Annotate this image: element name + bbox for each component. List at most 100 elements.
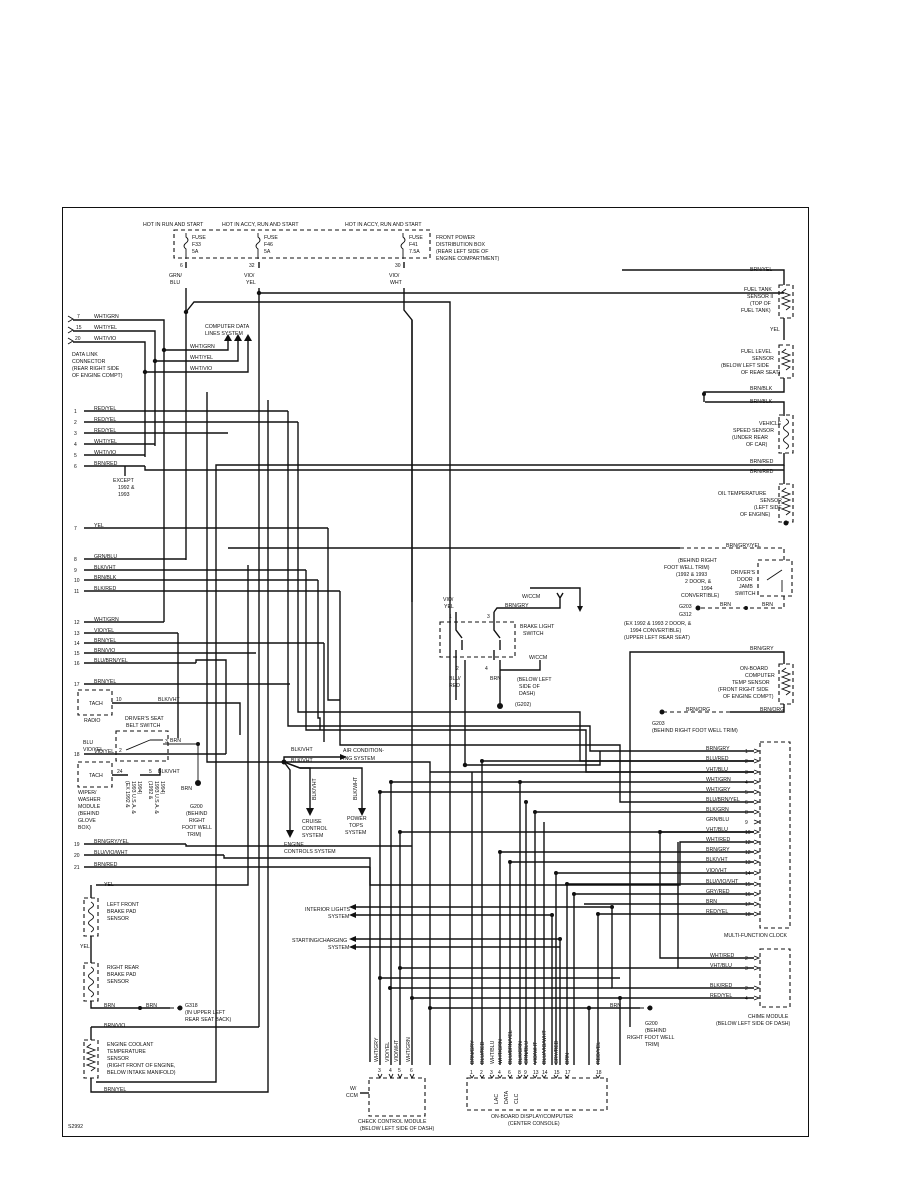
left-row-wire: VIO/YEL (94, 628, 114, 634)
left-row-pin: 17 (74, 682, 80, 688)
chime-pin: 4 (745, 996, 748, 1002)
clock-wire: BLU/RED (706, 756, 729, 762)
right-sensors: BRN/YEL FUEL TANK SENSOR II (TOP OF FUEL… (96, 267, 794, 1083)
left-row-pin: 19 (74, 842, 80, 848)
clock-wire: WHT/GRY (706, 787, 731, 793)
obc-pin: 1 (470, 1070, 473, 1076)
obc-data: DATA (504, 1090, 510, 1104)
obc-wire-label: BLU/VIO/WHT (542, 1029, 548, 1064)
wire-vio-wht-a: VIO/ (389, 273, 400, 279)
fuse-f41-label: FUSE (409, 235, 423, 241)
left-row-pin: 20 (74, 853, 80, 859)
chime-module (759, 948, 791, 1008)
obc-wire-label: BRN/GRY (470, 1040, 476, 1064)
fuse-box: HOT IN RUN AND START HOT IN ACCY, RUN AN… (143, 222, 499, 286)
fuel-level-4: OF REAR SEAT) (741, 370, 781, 376)
oil-1: OIL TEMPERATURE (718, 491, 767, 497)
lf-3: SENSOR (107, 916, 129, 922)
lf-2: BRAKE PAD (107, 909, 137, 915)
ex-a-3: 1994) (136, 781, 142, 795)
ccm-wire-label: VIO/YEL (385, 1042, 391, 1062)
fuse-box-label-3: (REAR LEFT SIDE OF (436, 249, 488, 255)
obc-pin: 14 (542, 1070, 548, 1076)
tach-pin-5: 5 (149, 769, 152, 775)
radio-label: RADIO (84, 718, 100, 724)
clock-pin: 16 (745, 892, 751, 898)
data-link-connector: 7 15 20 WHT/GRN WHT/YEL WHT/VIO DATA LIN… (67, 314, 250, 379)
behind-3: (1992 & 1993 (676, 572, 707, 578)
power-label-1: POWER (347, 816, 367, 822)
left-row-pin: 7 (74, 526, 77, 532)
ccm-pin: 5 (398, 1068, 401, 1074)
obc-pin: 2 (480, 1070, 483, 1076)
fuse-f41-id: F41 (409, 242, 418, 248)
ambient-5: OF ENGINE COMPT) (723, 694, 774, 700)
brake-wire-2: YEL (444, 604, 454, 610)
clock-pin: 18 (745, 912, 751, 918)
left-row-pin: 8 (74, 557, 77, 563)
fuse-box-label: FRONT POWER (436, 235, 475, 241)
cruise-label-1: CRUISE (302, 819, 322, 825)
ac-label-2: ING SYSTEM (343, 756, 375, 762)
ccm-wire-label: VIO/WHT (394, 1039, 400, 1062)
obc-pin: 9 (524, 1070, 527, 1076)
ex-b-2: 1993 U.S.A. & (153, 781, 159, 814)
clock-pin: 9 (745, 820, 748, 826)
ex-b-1: (1992 & (147, 781, 153, 800)
obc-pin: 6 (508, 1070, 511, 1076)
wiper-label-2: WASHER (78, 797, 101, 803)
rr-3: SENSOR (107, 979, 129, 985)
left-row-wire: RED/YEL (94, 406, 116, 412)
clock-wire: BLK/VHT (706, 857, 728, 863)
ex-right-2: 1994 CONVERTIBLE) (630, 628, 681, 634)
seat-wire-brn: BRN (170, 738, 181, 744)
door-2: DOOR (737, 577, 753, 583)
door-3: JAMB (739, 584, 753, 590)
oil-4: OF ENGINE) (740, 512, 771, 518)
behind-1: (BEHIND RIGHT (678, 558, 718, 564)
left-row-pin: 18 (74, 752, 80, 758)
ambient-2: COMPUTER (745, 673, 775, 679)
chime-wire: BLK/RED (710, 983, 732, 989)
g200-loc-2: RIGHT (189, 818, 206, 824)
computer-wire-1: WHT/GRN (190, 344, 215, 350)
radio-pin-10: 10 (116, 697, 122, 703)
ll-brnvio: BRN/VIO (104, 1023, 125, 1029)
brake-blured-2: RED (449, 683, 460, 689)
chime-wire: WHT/RED (710, 953, 734, 959)
chime-brn: BRN (610, 1003, 621, 1009)
left-row-pin: 5 (74, 453, 77, 459)
brake-loc-1: (BELOW LEFT (517, 677, 552, 683)
ac-label-1: AIR CONDITION- (343, 748, 384, 754)
ll-brn-2: BRN (146, 1003, 157, 1009)
fuse-f46-label: FUSE (264, 235, 278, 241)
behind-g312: G312 (679, 612, 692, 618)
fuel-level-3: (BELOW LEFT SIDE (721, 363, 770, 369)
ccm-pin: 6 (410, 1068, 413, 1074)
right-yel: YEL (770, 327, 780, 333)
obc-pin: 3 (490, 1070, 493, 1076)
clock-pin: 12 (745, 840, 751, 846)
right-brngryyel: BRN/GRY/YEL (726, 543, 761, 549)
brake-pin-4: 4 (485, 666, 488, 672)
chime-g200-4: TRIM) (645, 1042, 660, 1048)
behind-6: CONVERTIBLE) (681, 593, 720, 599)
brake-wccm-2: W/CCM (529, 655, 547, 661)
left-row-pin: 1 (74, 409, 77, 415)
wire-grn-blu-b: BLU (170, 280, 180, 286)
left-row-wire: WHT/YEL (94, 439, 117, 445)
obc-lac: LAC (494, 1094, 500, 1104)
behind-2: FOOT WELL TRIM) (664, 565, 710, 571)
figure-number: S2992 (68, 1124, 83, 1130)
left-row-pin: 11 (74, 589, 79, 595)
ll-brn-1: BRN (104, 1003, 115, 1009)
wiper-label-1: WIPER/ (78, 790, 97, 796)
obc-label-1: ON-BOARD DISPLAY/COMPUTER (491, 1114, 573, 1120)
brake-wire-1: VIO/ (443, 597, 454, 603)
left-row-wire: BLU/BRN/YEL (94, 658, 128, 664)
left-row-pin: 14 (74, 641, 80, 647)
left-row-wire: VIO/YEL (94, 749, 114, 755)
g318-1: G318 (185, 1003, 198, 1009)
